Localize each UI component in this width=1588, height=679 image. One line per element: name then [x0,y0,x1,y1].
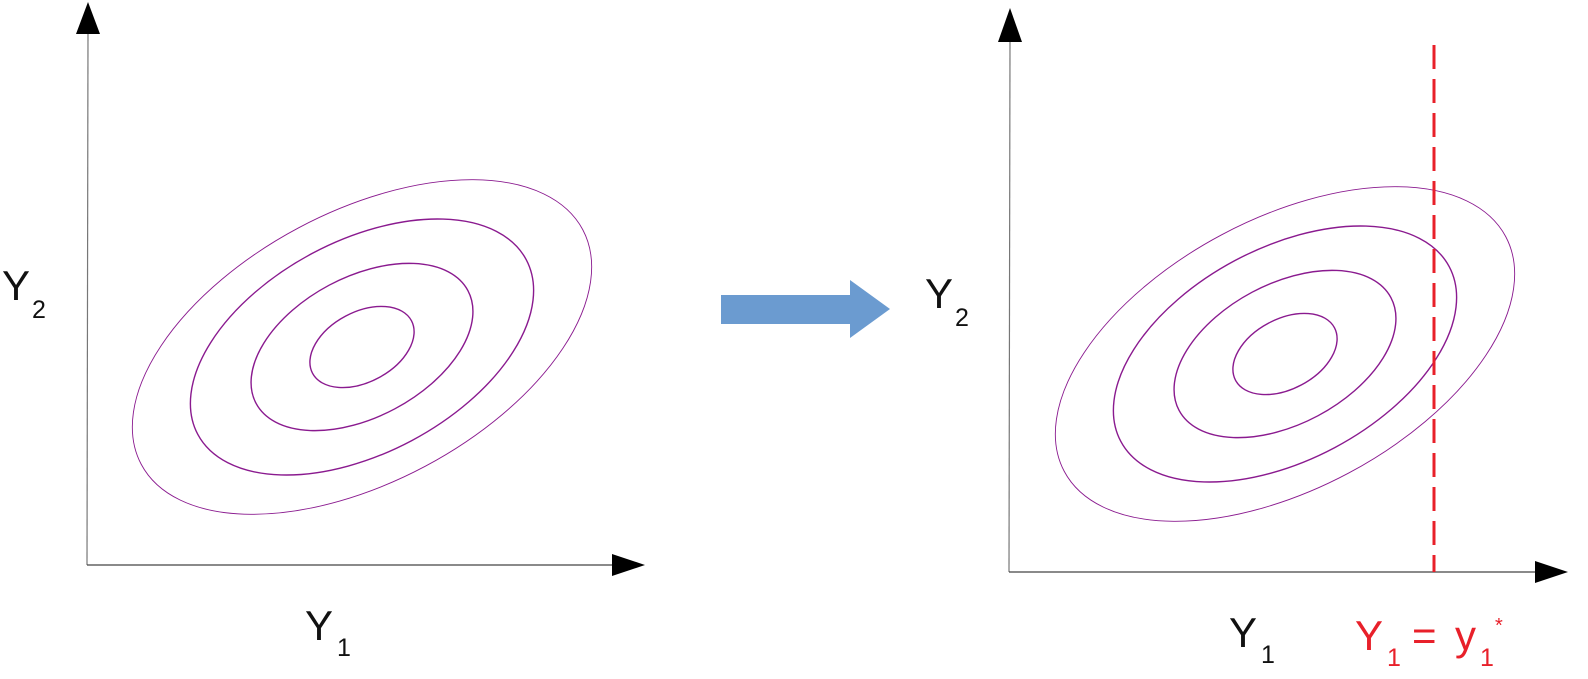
left-x-label-main: Y [305,602,333,649]
left-contour-outer [131,179,593,515]
left-panel: Y 2 Y 1 [2,2,645,662]
condition-rhs-main: y [1455,612,1476,659]
right-contour-3 [1112,225,1458,483]
right-y-axis-label: Y 2 [925,270,969,332]
right-contours [1054,186,1516,522]
right-x-label-main: Y [1229,609,1257,656]
condition-rhs-sup: * [1495,615,1503,637]
left-y-label-sub: 2 [32,296,46,324]
right-x-label-sub: 1 [1261,641,1275,669]
right-y-label-main: Y [925,270,953,317]
right-x-axis-label: Y 1 [1229,609,1275,669]
right-panel: Y 2 Y 1 Y 1 = y 1 * [925,8,1568,672]
right-y-axis [1008,37,1011,573]
left-y-axis [86,29,89,566]
transition-arrow [721,280,890,338]
left-y-axis-label: Y 2 [2,262,46,324]
condition-label: Y 1 = y 1 * [1355,612,1503,672]
right-contour-2 [1173,269,1397,439]
right-y-label-sub: 2 [955,304,969,332]
right-contour-inner [1232,312,1338,396]
condition-lhs-main: Y [1355,612,1383,659]
left-x-axis-label: Y 1 [305,602,351,662]
right-x-axis-arrowhead [1535,561,1568,583]
left-x-axis-arrowhead [612,554,645,576]
left-contour-inner [309,305,415,389]
left-contours [131,179,593,515]
left-x-label-sub: 1 [337,634,351,662]
left-y-label-main: Y [2,262,30,309]
left-y-axis-arrowhead [76,2,100,34]
right-y-axis-arrowhead [998,8,1022,42]
right-contour-outer [1054,186,1516,522]
left-contour-3 [189,218,535,476]
left-contour-2 [250,262,474,432]
condition-rhs-sub: 1 [1480,644,1494,672]
condition-equals: = [1412,612,1437,659]
condition-lhs-sub: 1 [1387,644,1401,672]
